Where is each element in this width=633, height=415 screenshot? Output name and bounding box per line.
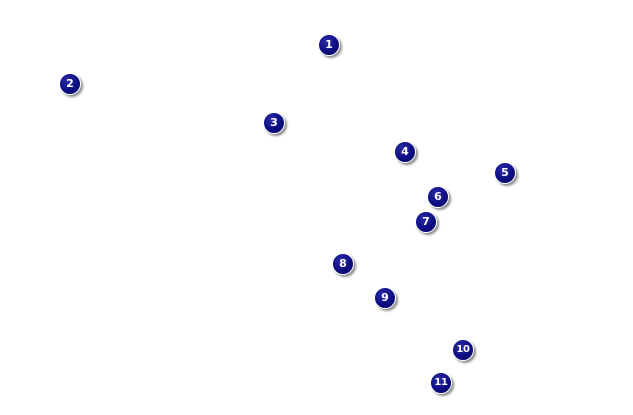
map-marker-5[interactable]: 5	[494, 162, 516, 184]
map-marker-3[interactable]: 3	[263, 112, 285, 134]
map-marker-2[interactable]: 2	[59, 73, 81, 95]
map-marker-9[interactable]: 9	[374, 287, 396, 309]
map-marker-1[interactable]: 1	[318, 34, 340, 56]
map-marker-7[interactable]: 7	[415, 211, 437, 233]
map-marker-11[interactable]: 11	[430, 372, 452, 394]
map-marker-10[interactable]: 10	[452, 339, 474, 361]
map-marker-8[interactable]: 8	[332, 253, 354, 275]
map-marker-4[interactable]: 4	[394, 141, 416, 163]
map-marker-6[interactable]: 6	[427, 186, 449, 208]
